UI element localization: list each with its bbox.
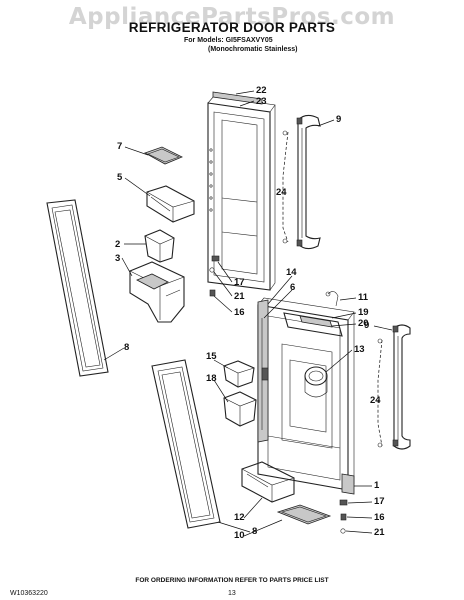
callout-2: 2 (115, 239, 121, 250)
door-gasket-left (46, 199, 109, 377)
door-bin-lower (241, 461, 295, 503)
watermark: AppliancePartsPros.com (68, 4, 396, 30)
callout-15: 15 (206, 351, 217, 362)
ordering-note: FOR ORDERING INFORMATION REFER TO PARTS … (135, 577, 329, 584)
callout-7: 7 (117, 141, 123, 152)
callout-6: 6 (290, 282, 296, 293)
hinge-parts-lower (339, 499, 348, 534)
callout-24-lower: 24 (370, 395, 381, 406)
handle-lower (392, 324, 411, 450)
ice-bucket-small (144, 229, 175, 263)
callout-19: 19 (358, 307, 369, 318)
dispenser-top-trim (283, 291, 343, 337)
ice-chute-cover (304, 366, 328, 398)
callout-20: 20 (358, 318, 369, 329)
door-bin-15 (223, 360, 255, 388)
drip-tray (276, 504, 332, 525)
callout-23: 23 (256, 96, 267, 107)
callout-18: 18 (206, 373, 217, 384)
callout-17-upper: 17 (234, 277, 245, 288)
callout-21-lower: 21 (374, 527, 385, 538)
callout-12: 12 (234, 512, 245, 523)
callout-9-lower: 9 (364, 320, 370, 331)
hinge-parts-upper (209, 255, 220, 297)
callout-5: 5 (117, 172, 123, 183)
ice-bucket-assembly (129, 261, 185, 323)
callout-1: 1 (374, 480, 380, 491)
callout-8-left: 8 (124, 342, 130, 353)
upper-door-frame (207, 91, 276, 291)
callout-14: 14 (286, 267, 297, 278)
callout-16-upper: 16 (234, 307, 245, 318)
handle-upper (296, 114, 321, 250)
callout-22: 22 (256, 85, 267, 96)
leader-lines (103, 90, 393, 537)
lower-door-assembly (257, 297, 355, 495)
callout-13: 13 (354, 344, 365, 355)
callout-21-upper: 21 (234, 291, 245, 302)
callout-11: 11 (358, 292, 369, 303)
door-gasket-lower (151, 359, 221, 529)
callout-24-upper: 24 (276, 187, 287, 198)
door-bin-upper (146, 185, 195, 223)
callout-17-lower: 17 (374, 496, 385, 507)
variant-line: (Monochromatic Stainless) (208, 46, 298, 53)
door-bin-18 (223, 391, 257, 427)
shelf-cover (144, 146, 183, 165)
callout-8-bottom: 8 (252, 526, 258, 537)
models-line: For Models: GI5FSAXVY05 (184, 37, 273, 44)
callout-16-lower: 16 (374, 512, 385, 523)
callout-10: 10 (234, 530, 245, 541)
page-title: REFRIGERATOR DOOR PARTS (128, 20, 336, 35)
document-number: W10363220 (10, 590, 48, 597)
page-number: 13 (228, 590, 236, 597)
callout-3: 3 (115, 253, 121, 264)
callout-9-upper: 9 (336, 114, 342, 125)
